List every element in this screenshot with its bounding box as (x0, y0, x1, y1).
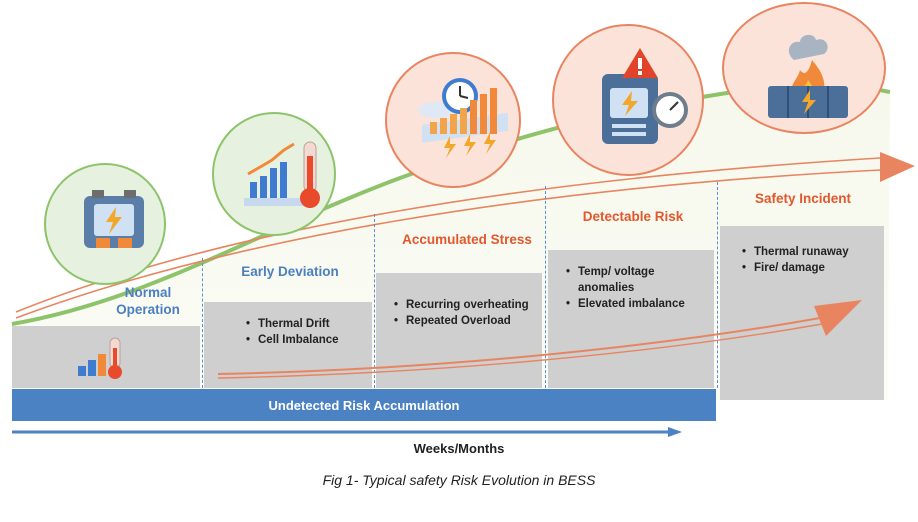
timeline-arrow (12, 427, 682, 437)
stage-box-stress: Recurring overheating Repeated Overload (376, 273, 542, 388)
undetected-risk-label: Undetected Risk Accumulation (268, 397, 460, 413)
battery-charge-icon (84, 190, 144, 248)
battery-fire-icon (768, 34, 848, 118)
stage-divider (717, 182, 718, 388)
stage-box-incident: Thermal runaway Fire/ damage (720, 226, 884, 400)
warning-meter-icon (602, 48, 688, 144)
bullet-item: Fire/ damage (738, 260, 849, 276)
bullet-item: Elevated imbalance (562, 296, 708, 312)
bullet-item: Thermal runaway (738, 244, 849, 260)
stage-title-stress: Accumulated Stress (402, 232, 532, 247)
bullet-item: Temp/ voltage anomalies (562, 264, 708, 296)
timeline-label: Weeks/Months (413, 441, 505, 456)
chart-thermometer-icon (244, 141, 320, 208)
stage-title-incident: Safety Incident (754, 191, 852, 206)
risk-trend-arrowhead (880, 152, 915, 182)
bullet-item: Repeated Overload (390, 313, 540, 329)
clock-bar-chart-icon (418, 78, 508, 158)
stage-box-detectable: Temp/ voltage anomalies Elevated imbalan… (548, 250, 714, 388)
stage-box-normal (12, 326, 200, 388)
stage-divider (374, 214, 375, 388)
stage-title-early: Early Deviation (241, 264, 339, 279)
stage-title-detectable: Detectable Risk (582, 209, 684, 224)
stage-divider (545, 186, 546, 388)
figure-caption: Fig 1- Typical safety Risk Evolution in … (322, 472, 596, 488)
stage-title-normal: Normal Operation (116, 285, 180, 317)
bullet-item: Cell Imbalance (242, 332, 339, 348)
bullet-item: Recurring overheating (390, 297, 540, 313)
bullet-item: Thermal Drift (242, 316, 339, 332)
undetected-risk-bar: Undetected Risk Accumulation (12, 389, 716, 421)
stage-divider (202, 258, 203, 388)
risk-trend-line-lower (15, 169, 881, 319)
thermometer-chart-icon (78, 337, 122, 379)
